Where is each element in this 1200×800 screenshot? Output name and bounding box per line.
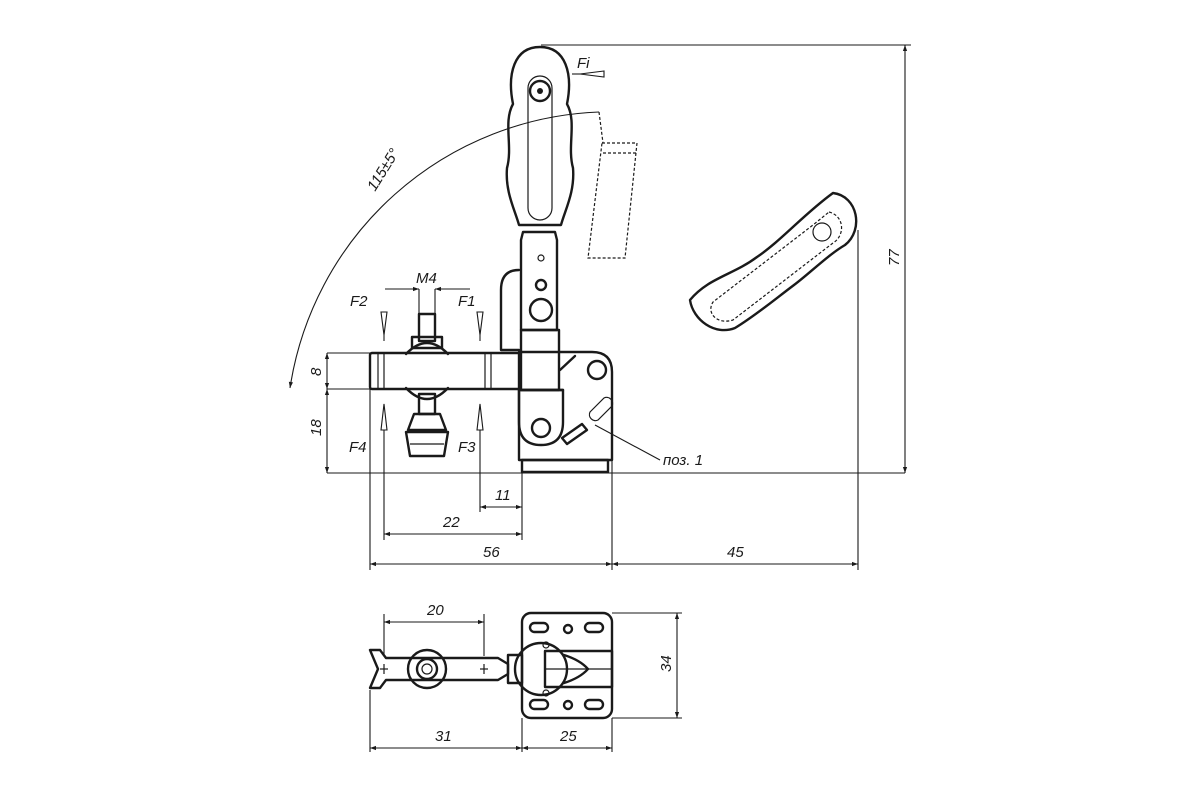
- top-view-dimension-lines: 20 31 25 34: [370, 602, 680, 751]
- force-arrows: F2 F1 F4 F3 Fi: [349, 55, 605, 456]
- top-view: 20 31 25 34: [368, 602, 682, 752]
- handle-ghost-outline: [587, 111, 638, 259]
- dimension-lines: 8 18 11 22 56 45 77: [308, 45, 908, 567]
- lever-body: [499, 230, 565, 447]
- handle: [505, 45, 575, 227]
- dim-25: 25: [559, 728, 577, 745]
- force-f1-label: F1: [458, 293, 476, 310]
- top-view-arm: [368, 648, 510, 690]
- angle-label: 115±5°: [364, 146, 403, 194]
- handle-open-position: [688, 191, 858, 332]
- dim-22: 22: [442, 514, 460, 531]
- force-f2-label: F2: [350, 293, 368, 310]
- force-f4-label: F4: [349, 439, 367, 456]
- force-fi-label: Fi: [577, 55, 590, 72]
- side-view: 115±5° F2 F1 F4 F3 Fi M4: [288, 44, 911, 570]
- force-f3-label: F3: [458, 439, 476, 456]
- dim-18: 18: [308, 419, 325, 436]
- top-view-extension-lines: [369, 612, 682, 752]
- base-plate: [517, 350, 661, 474]
- dim-8: 8: [308, 367, 325, 376]
- dim-31: 31: [435, 728, 452, 745]
- clamping-arm: [368, 312, 522, 458]
- angle-dimension: 115±5°: [288, 111, 600, 389]
- dim-45: 45: [727, 544, 744, 561]
- top-view-base: [506, 611, 614, 720]
- dim-77: 77: [886, 249, 903, 266]
- dim-11: 11: [495, 487, 511, 504]
- thread-callout: M4: [385, 270, 470, 314]
- position-label: поз. 1: [663, 452, 703, 469]
- dim-20: 20: [426, 602, 444, 619]
- thread-label: M4: [416, 270, 437, 287]
- extension-lines: [327, 44, 911, 570]
- dim-34: 34: [658, 655, 675, 672]
- dim-56: 56: [483, 544, 500, 561]
